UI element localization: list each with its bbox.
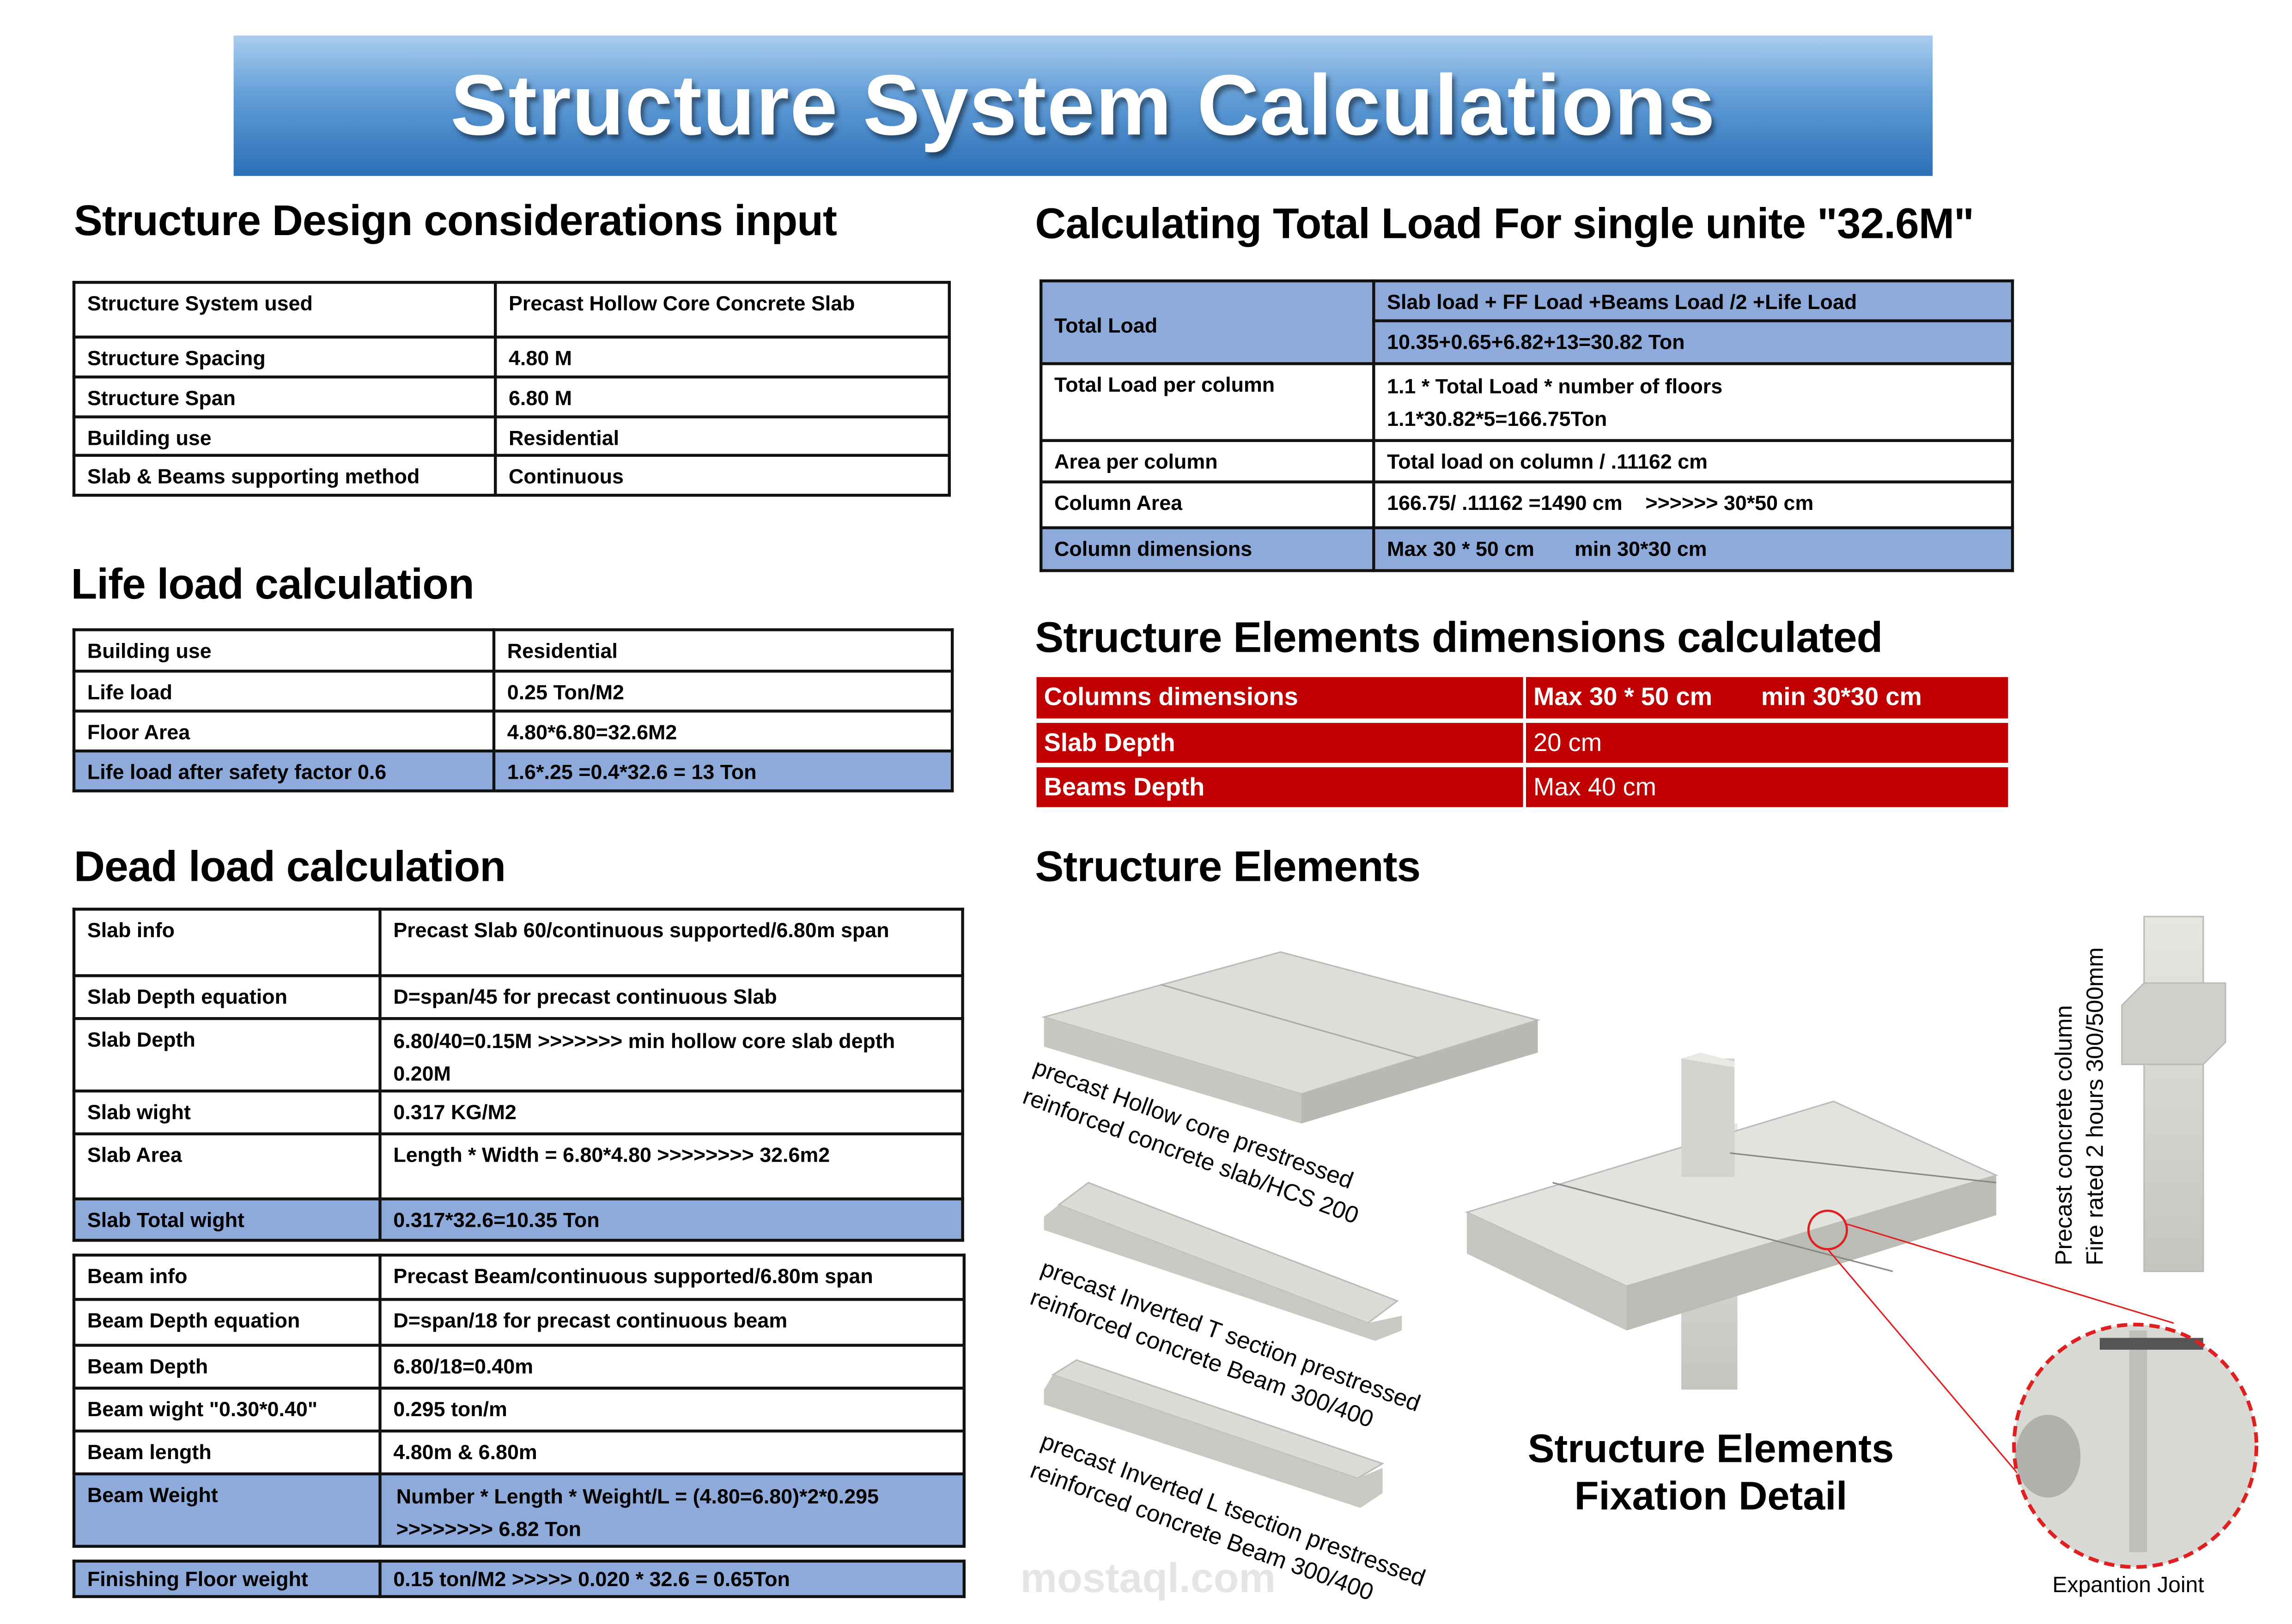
structure-illustrations (1041, 915, 2259, 1569)
cell: Slab Depth equation (72, 974, 382, 1020)
cell: Precast Hollow Core Concrete Slab (494, 281, 951, 339)
cell: Area per column (1040, 439, 1375, 484)
dead-load-heading: Dead load calculation (74, 844, 506, 891)
value: 1.1*30.82*5=166.75Ton (1387, 406, 1607, 430)
cell: 6.80/18=0.40m (378, 1344, 966, 1390)
cell: Columns dimensions (1036, 677, 1526, 722)
cell: Beam Depth equation (72, 1298, 382, 1347)
cell: 166.75/ .11162 =1490 cm >>>>>> 30*50 cm (1372, 480, 2014, 529)
expansion-joint-label: Expantion Joint (2052, 1573, 2204, 1598)
cell: Structure Spacing (72, 335, 497, 379)
cell: Total Load (1040, 279, 1375, 365)
cell: 0.295 ton/m (378, 1387, 966, 1433)
cell: Precast Beam/continuous supported/6.80m … (378, 1254, 966, 1301)
cell: Slab wight (72, 1089, 382, 1136)
cell: Residential (494, 415, 951, 457)
cell: Life load after safety factor 0.6 (72, 749, 496, 793)
cell: Continuous (494, 454, 951, 497)
caption-line: Fixation Detail (1574, 1473, 1848, 1519)
cell: Slab Total wight (72, 1197, 382, 1242)
total-load-heading: Calculating Total Load For single unite … (1035, 201, 1974, 248)
cell: Slab Depth (72, 1017, 382, 1093)
elements-dims-heading: Structure Elements dimensions calculated (1035, 615, 1883, 662)
cell: 0.317 KG/M2 (378, 1089, 964, 1136)
watermark: mostaql.com (1020, 1555, 1276, 1601)
cell: Total load on column / .11162 cm (1372, 439, 2014, 484)
precast-column-icon (2121, 915, 2226, 1273)
cell: 20 cm (1524, 720, 2008, 767)
cell: Building use (72, 415, 497, 457)
cell: 0.25 Ton/M2 (492, 669, 954, 713)
cell: Life load (72, 669, 496, 713)
cell: Beam length (72, 1429, 382, 1476)
caption-line: Structure Elements (1527, 1426, 1894, 1471)
cell: Beam info (72, 1254, 382, 1301)
cell: 10.35+0.65+6.82+13=30.82 Ton (1372, 319, 2014, 365)
cell: Slab & Beams supporting method (72, 454, 497, 497)
cell: Building use (72, 628, 496, 673)
cell: Column dimensions (1040, 526, 1375, 572)
cell: Number * Length * Weight/L = (4.80=6.80)… (378, 1472, 966, 1548)
page-title: Structure System Calculations (450, 57, 1716, 154)
cell: 4.80 M (494, 335, 951, 379)
cell: Slab load + FF Load +Beams Load /2 +Life… (1372, 279, 2014, 322)
cell: Structure System used (72, 281, 497, 339)
design-inputs-heading: Structure Design considerations input (74, 198, 837, 246)
assembly-fixation-icon (1465, 1052, 1999, 1390)
label-line: Precast concrete column (2052, 1005, 2078, 1266)
cell: Total Load per column (1040, 362, 1375, 442)
cell: D=span/45 for precast continuous Slab (378, 974, 964, 1020)
inverted-l-beam-icon (1044, 1359, 1385, 1508)
formula: 1.1 * Total Load * number of floors (1387, 374, 1723, 398)
cell: 1.6*.25 =0.4*32.6 = 13 Ton (492, 749, 954, 793)
cell: Beam Depth (72, 1344, 382, 1390)
cell: D=span/18 for precast continuous beam (378, 1298, 966, 1347)
cell: 4.80*6.80=32.6M2 (492, 709, 954, 753)
cell: 0.317*32.6=10.35 Ton (378, 1197, 964, 1242)
cell: Structure Span (72, 375, 497, 418)
cell: 1.1 * Total Load * number of floors 1.1*3… (1372, 362, 2014, 442)
hollow-core-slab-icon (1041, 951, 1541, 1124)
cell: Length * Width = 6.80*4.80 >>>>>>>> 32.6… (378, 1132, 964, 1200)
cell: Beam wight "0.30*0.40" (72, 1387, 382, 1433)
cell: Column Area (1040, 480, 1375, 529)
cell: Beam Weight (72, 1472, 382, 1548)
cell: 0.15 ton/M2 >>>>> 0.020 * 32.6 = 0.65Ton (378, 1559, 966, 1598)
inverted-t-beam-icon (1044, 1182, 1402, 1341)
cell: Finishing Floor weight (72, 1559, 382, 1598)
cell: Floor Area (72, 709, 496, 753)
life-load-heading: Life load calculation (71, 562, 474, 609)
cell: Precast Slab 60/continuous supported/6.8… (378, 908, 964, 977)
cell: Slab Depth (1036, 720, 1526, 767)
title-banner: Structure System Calculations (233, 35, 1933, 176)
cell: Max 30 * 50 cm min 30*30 cm (1524, 677, 2008, 722)
structure-elements-heading: Structure Elements (1035, 844, 1421, 891)
cell: 6.80/40=0.15M >>>>>>> min hollow core sl… (378, 1017, 964, 1093)
cell: 4.80m & 6.80m (378, 1429, 966, 1476)
cell: Residential (492, 628, 954, 673)
cell: Beams Depth (1036, 764, 1526, 811)
cell: Slab Area (72, 1132, 382, 1200)
expansion-joint-detail-icon (2012, 1322, 2259, 1569)
cell: Max 40 cm (1524, 764, 2008, 811)
cell: Slab info (72, 908, 382, 977)
cell: Max 30 * 50 cm min 30*30 cm (1372, 526, 2014, 572)
label-line: Fire rated 2 hours 300/500mm (2083, 947, 2109, 1266)
cell: 6.80 M (494, 375, 951, 418)
